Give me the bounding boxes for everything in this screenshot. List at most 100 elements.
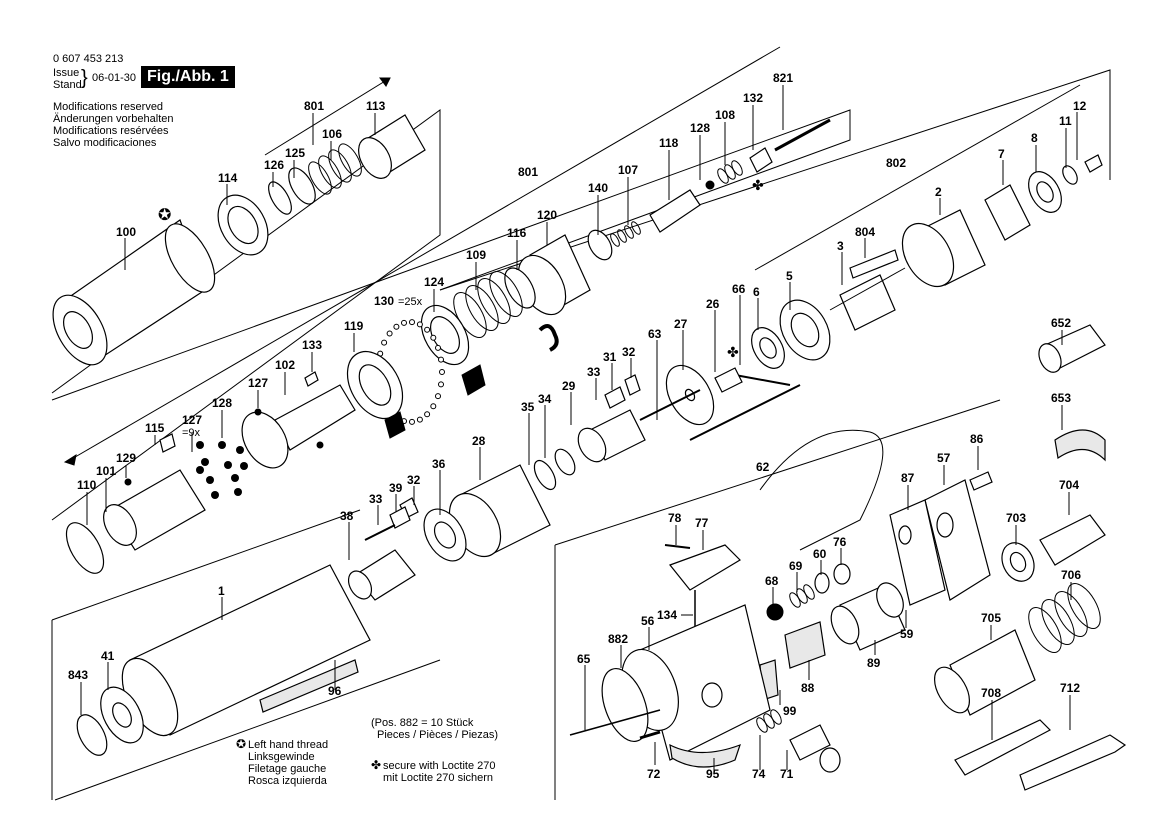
part-712-hex-key	[1019, 734, 1127, 791]
part-56-valve-housing	[621, 604, 771, 761]
part-109-spring	[453, 271, 523, 338]
part-101-chuck	[103, 469, 206, 551]
label-31: 31	[603, 350, 617, 364]
label-76: 76	[833, 535, 847, 549]
label-128a: 128	[690, 121, 710, 135]
label-62: 62	[756, 460, 770, 474]
label-113: 113	[366, 99, 386, 113]
label-38: 38	[340, 509, 354, 523]
label-129: 129	[116, 451, 136, 465]
part-38-carrier	[347, 549, 416, 601]
label-26: 26	[706, 297, 720, 311]
label-32b: 32	[407, 473, 421, 487]
label-60: 60	[813, 547, 827, 561]
part-8-bearing	[1028, 171, 1062, 213]
label-1: 1	[218, 584, 225, 598]
label-65: 65	[577, 652, 591, 666]
label-115: 115	[145, 421, 165, 435]
part-35-ring	[533, 459, 557, 491]
label-706: 706	[1061, 568, 1081, 582]
label-708: 708	[981, 686, 1001, 700]
label-86: 86	[970, 432, 984, 446]
left-hand-thread-icon: ✪	[236, 737, 247, 751]
legend-line: mit Loctite 270 sichern	[383, 772, 494, 784]
part-78-pin	[664, 544, 691, 549]
label-87: 87	[901, 471, 915, 485]
part-68-ball	[766, 603, 784, 621]
label-2: 2	[935, 185, 942, 199]
axis-lines	[63, 46, 1081, 466]
part-114-ring	[217, 194, 269, 256]
part-62-wire	[759, 429, 884, 551]
frame-lines	[51, 69, 1111, 801]
label-74: 74	[752, 767, 766, 781]
part-108-spring	[717, 160, 743, 184]
part-127a-ball	[254, 408, 262, 416]
ball-130	[386, 330, 393, 337]
ball-130	[409, 319, 415, 326]
label-126: 126	[264, 158, 284, 172]
label-712: 712	[1060, 681, 1080, 695]
left-hand-thread-mark-icon: ✪	[158, 207, 171, 224]
part-12-screw	[1084, 154, 1103, 173]
label-110: 110	[77, 478, 97, 492]
ball-130	[424, 411, 431, 418]
left-hand-thread-legend: ✪ Left hand thread Linksgewinde Filetage…	[236, 737, 328, 787]
part-39	[389, 506, 411, 529]
label-57: 57	[937, 451, 951, 465]
part-59-ring	[876, 582, 904, 618]
ball-128	[231, 474, 239, 482]
ball-128	[196, 441, 204, 449]
loctite-mark-icon: ✤	[752, 177, 764, 193]
part-129-ball	[124, 478, 132, 486]
ball-130	[416, 416, 423, 423]
part-653-clip	[1054, 429, 1106, 462]
part-5-ring	[779, 299, 831, 361]
ball-130	[424, 326, 431, 333]
label-100: 100	[116, 225, 136, 239]
label-703: 703	[1006, 511, 1026, 525]
part-ball-extra	[316, 441, 324, 449]
label-134: 134	[657, 608, 677, 622]
part-60-filter	[814, 572, 830, 594]
ball-130	[393, 323, 400, 330]
part-652-fitting	[1038, 324, 1106, 373]
label-66: 66	[732, 282, 746, 296]
label-3: 3	[837, 239, 844, 253]
part-132-screw	[749, 147, 773, 173]
label-801a: 801	[304, 99, 324, 113]
label-132: 132	[743, 91, 763, 105]
part-74-spring	[756, 709, 782, 733]
label-36: 36	[432, 457, 446, 471]
label-124: 124	[424, 275, 444, 289]
legend-line: secure with Loctite 270	[383, 760, 496, 772]
part-116-ring	[504, 267, 536, 309]
label-27: 27	[674, 317, 688, 331]
label-29: 29	[562, 379, 576, 393]
label-95: 95	[706, 767, 720, 781]
label-78: 78	[668, 511, 682, 525]
ball-130	[430, 403, 437, 410]
part-115	[159, 433, 176, 453]
axis-802	[754, 84, 1081, 271]
label-6: 6	[753, 285, 760, 299]
part-119-ring	[346, 350, 404, 420]
part-128-ball	[705, 180, 715, 190]
label-118: 118	[659, 136, 679, 150]
part-71-button	[789, 724, 841, 773]
part-95-clip	[669, 743, 741, 768]
axis-801b	[69, 46, 781, 461]
label-127b-qty: =9x	[182, 427, 201, 439]
part-107-spring	[610, 221, 641, 247]
label-72: 72	[647, 767, 661, 781]
ball-130	[438, 356, 444, 363]
modifications-line: Modifications resérvées	[53, 125, 169, 137]
label-77: 77	[695, 516, 709, 530]
part-88-block	[784, 621, 826, 669]
part-57-plate	[924, 479, 991, 601]
label-125: 125	[285, 146, 305, 160]
part-7-endplate	[984, 184, 1031, 241]
part-133-key	[304, 371, 319, 387]
label-705: 705	[981, 611, 1001, 625]
modifications-line: Salvo modificaciones	[53, 137, 157, 149]
